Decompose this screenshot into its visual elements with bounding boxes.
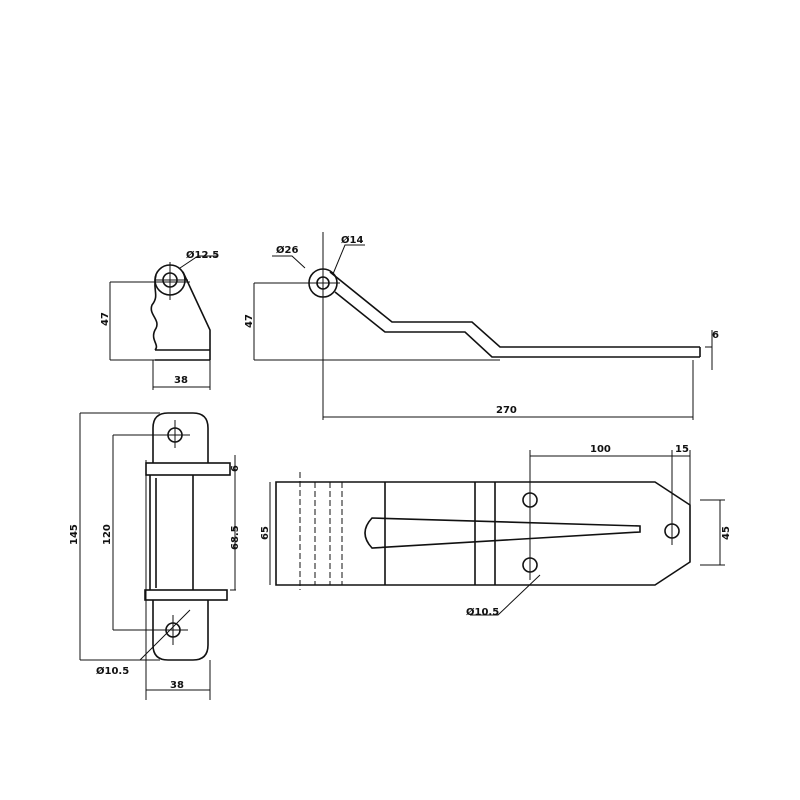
dim-end: 15 xyxy=(675,444,689,455)
dim-thickness: 6 xyxy=(712,330,719,341)
dim-knuckle: 6 xyxy=(230,465,241,472)
side-view-small: 47 38 Ø12.5 xyxy=(100,249,219,390)
top-view-hasp: 65 100 15 45 Ø10.5 xyxy=(260,444,732,618)
dim-outer: Ø26 xyxy=(276,244,298,256)
dim-hole: Ø14 xyxy=(341,234,363,246)
dim-height: 47 xyxy=(244,314,255,328)
dim-spacing: 45 xyxy=(721,526,732,540)
dim-width: 65 xyxy=(260,526,271,540)
dim-height: 47 xyxy=(100,312,111,326)
front-view-hinge: 145 120 68.5 6 38 Ø10.5 xyxy=(69,412,241,700)
dim-hole: Ø10.5 xyxy=(96,665,129,677)
dim-length: 270 xyxy=(496,405,517,416)
dim-overall: 145 xyxy=(69,524,80,545)
dim-body: 68.5 xyxy=(230,525,241,550)
dim-offset: 100 xyxy=(590,444,611,455)
dim-spacing: 120 xyxy=(102,524,113,545)
dim-width: 38 xyxy=(170,680,184,691)
dim-hole: Ø12.5 xyxy=(186,249,219,261)
side-view-arm: 47 Ø26 Ø14 6 270 xyxy=(244,232,719,420)
dim-hole: Ø10.5 xyxy=(466,606,499,618)
dim-width: 38 xyxy=(174,375,188,386)
